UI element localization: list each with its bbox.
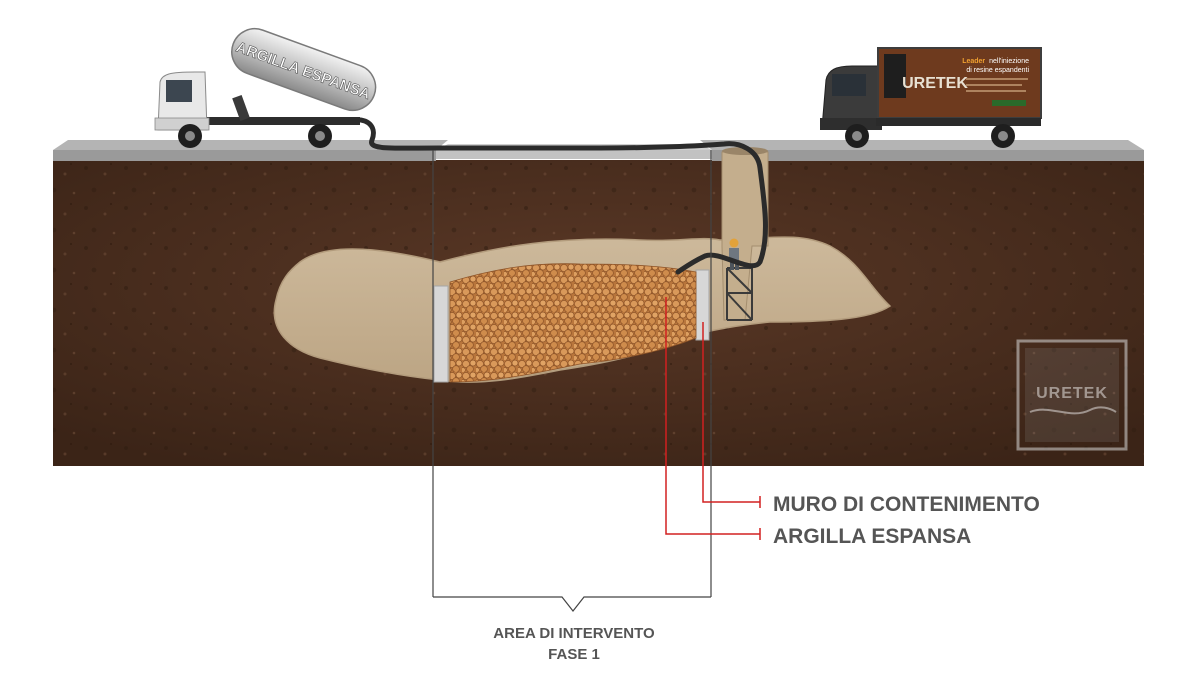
intervention-bracket	[433, 596, 711, 612]
van-panel-logo-bg	[884, 54, 906, 98]
tanker-tank	[231, 27, 377, 112]
uretek-watermark: URETEK	[1016, 339, 1128, 451]
road-left	[53, 140, 448, 150]
tanker-chassis	[205, 117, 360, 125]
watermark-logo-text: URETEK	[1036, 385, 1108, 402]
van-headline-rest: nell'iniezione	[989, 58, 1029, 65]
injection-hose	[349, 117, 768, 275]
box-truck: URETEK Leader nell'iniezione di resine e…	[820, 47, 1042, 148]
shaft-opening	[722, 147, 768, 155]
van-panel-logo: URETEK	[902, 75, 968, 92]
van-headline-line2: di resine espandenti	[966, 67, 1029, 74]
label-muro-di-contenimento: MURO DI CONTENIMENTO	[773, 493, 1040, 516]
tanker-truck: ARGILLA ESPANSA	[154, 27, 377, 148]
worker-figure	[729, 238, 739, 270]
road-trench-edge	[436, 150, 712, 159]
van-headline-accent: Leader	[962, 58, 985, 65]
road-left-edge	[53, 150, 436, 161]
label-argilla-espansa: ARGILLA ESPANSA	[773, 525, 971, 548]
road-right	[700, 140, 1144, 150]
callout-clay-line	[665, 297, 760, 535]
area-caption-line1: AREA DI INTERVENTO	[493, 625, 655, 642]
road-right-edge	[712, 150, 1144, 161]
area-caption-line2: FASE 1	[548, 646, 600, 663]
expanded-clay-fill	[449, 263, 697, 383]
intervention-area-outline	[432, 150, 712, 612]
callout-wall-line	[702, 322, 760, 503]
callout-lines	[665, 297, 761, 540]
van-headline: Leader nell'iniezione	[962, 58, 1029, 65]
left-containment-wall	[433, 285, 449, 383]
